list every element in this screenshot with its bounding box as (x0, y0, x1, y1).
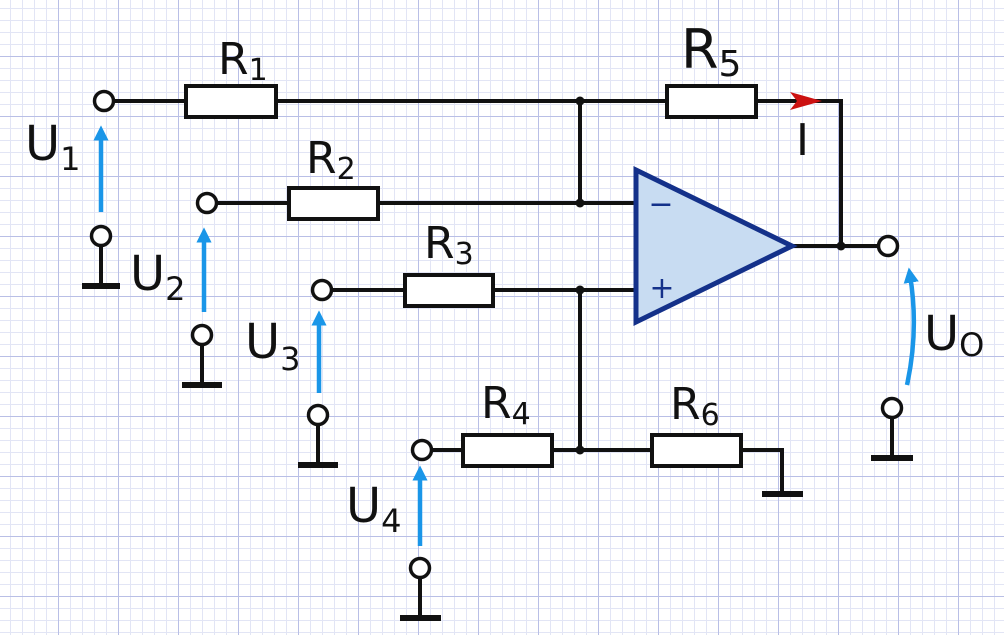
ground-stems (99, 244, 894, 618)
junction-dot (575, 445, 585, 455)
resistor-r3 (403, 273, 495, 308)
junctions (575, 96, 846, 455)
label-r3: R3 (424, 218, 474, 272)
terminal-uo-ground (880, 396, 904, 420)
wire-r6-ground (739, 448, 784, 494)
label-u1: U1 (25, 116, 81, 178)
terminal-u4-ground (408, 556, 432, 580)
current-arrow-icon (790, 92, 822, 110)
label-u3: U3 (245, 314, 301, 378)
label-r5: R5 (681, 18, 741, 85)
terminal-u4-input (410, 438, 434, 462)
inverting-input-sign: − (648, 187, 673, 222)
op-amp-triangle (633, 166, 798, 326)
label-u2: U2 (130, 246, 186, 308)
terminal-u2-input (195, 191, 219, 215)
label-current: I (796, 115, 809, 166)
label-uo: UO (924, 306, 984, 364)
junction-dot (575, 285, 585, 295)
resistor-r5 (665, 84, 758, 119)
resistor-r6 (650, 433, 743, 468)
junction-dot (575, 96, 585, 106)
terminal-u2-ground (190, 323, 214, 347)
terminal-u1-input (92, 89, 116, 113)
voltage-labels: U1 U2 U3 U4 UO (25, 116, 984, 540)
junction-dot (575, 198, 585, 208)
label-r6: R6 (670, 379, 720, 433)
label-r1: R1 (218, 34, 268, 88)
resistor-r4 (461, 433, 554, 468)
junction-dot (836, 241, 846, 251)
terminal-u3-ground (306, 403, 330, 427)
terminal-u1-ground (89, 224, 113, 248)
resistor-r2 (287, 186, 380, 221)
op-amp: − + (633, 166, 798, 326)
wire-r5-output (754, 99, 843, 248)
wires (112, 99, 880, 494)
noninverting-input-sign: + (649, 271, 674, 306)
resistor-labels: R1 R2 R3 R4 R5 R6 (218, 18, 741, 433)
resistor-r1 (184, 84, 278, 119)
voltage-arrows (93, 125, 919, 546)
resistors (184, 84, 758, 468)
label-r2: R2 (306, 133, 356, 187)
label-r4: R4 (481, 378, 531, 432)
voltage-arrow-uo-icon (903, 267, 919, 386)
label-u4: U4 (346, 478, 402, 540)
terminal-output (876, 234, 900, 258)
terminal-u3-input (310, 278, 334, 302)
terminals (89, 89, 904, 580)
